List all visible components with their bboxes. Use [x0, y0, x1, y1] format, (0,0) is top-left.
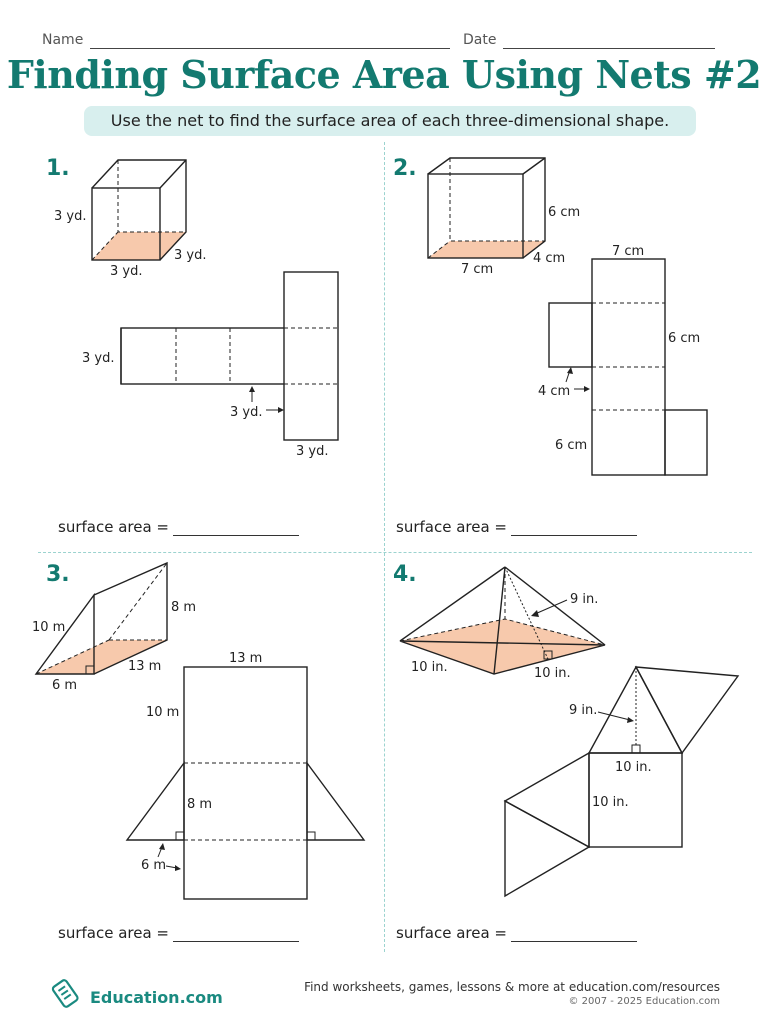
- education-logo-icon: [51, 979, 79, 1008]
- problem-4-number: 4.: [393, 562, 417, 587]
- net-4-base-label: 10 in.: [615, 760, 652, 775]
- prism-depth-label: 4 cm: [533, 251, 565, 266]
- name-label: Name: [42, 32, 84, 48]
- instructions-bar: Use the net to find the surface area of …: [84, 106, 696, 136]
- footer-text: Find worksheets, games, lessons & more a…: [304, 980, 720, 994]
- problem-4-answer[interactable]: surface area =: [396, 924, 637, 942]
- pyramid-base-shade: [400, 619, 605, 674]
- answer-blank[interactable]: [173, 521, 299, 536]
- problem-2-figure: 6 cm 7 cm 4 cm 7 cm 6 cm 4 cm 6 cm: [427, 157, 708, 476]
- answer-label: surface area =: [396, 924, 507, 942]
- pyramid-base-left-label: 10 in.: [411, 660, 448, 675]
- instructions-text: Use the net to find the surface area of …: [110, 111, 670, 130]
- prism-width-label: 7 cm: [461, 262, 493, 277]
- brand-name[interactable]: Education.com: [90, 988, 223, 1007]
- cube-base-shade: [92, 232, 186, 260]
- copyright: © 2007 - 2025 Education.com: [568, 996, 720, 1007]
- tri-hyp-label: 10 m: [32, 620, 65, 635]
- problem-1-answer[interactable]: surface area =: [58, 518, 299, 536]
- cube-side-label: 3 yd.: [54, 209, 86, 224]
- net-3-arrow-label: 6 m: [141, 858, 166, 873]
- net-3-left-label: 10 m: [146, 705, 179, 720]
- problem-2-number: 2.: [393, 156, 417, 181]
- vertical-divider: [384, 142, 385, 952]
- answer-label: surface area =: [58, 518, 169, 536]
- page-title: Finding Surface Area Using Nets #2: [6, 52, 762, 97]
- tri-base-label: 6 m: [52, 678, 77, 693]
- pyramid-base-right-label: 10 in.: [534, 666, 571, 681]
- answer-label: surface area =: [58, 924, 169, 942]
- name-line[interactable]: [90, 48, 450, 49]
- problem-3-number: 3.: [46, 562, 70, 587]
- problem-3-figure: 10 m 8 m 6 m 13 m 13 m 10 m 8 m 6 m: [32, 561, 366, 900]
- cube-depth-label: 3 yd.: [174, 248, 206, 263]
- prism-base-shade: [428, 241, 545, 258]
- prism-height-label: 6 cm: [548, 205, 580, 220]
- tri-height-label: 8 m: [171, 600, 196, 615]
- net-1-bottom-label: 3 yd.: [296, 444, 328, 459]
- net-2-arrow-label: 4 cm: [538, 384, 570, 399]
- net-2-left-label: 6 cm: [555, 438, 587, 453]
- pyramid-slant-label: 9 in.: [570, 592, 598, 607]
- answer-label: surface area =: [396, 518, 507, 536]
- net-2-top-label: 7 cm: [612, 244, 644, 259]
- net-3-height-label: 8 m: [187, 797, 212, 812]
- net-4-side-label: 10 in.: [592, 795, 629, 810]
- answer-blank[interactable]: [511, 521, 637, 536]
- net-2-right-label: 6 cm: [668, 331, 700, 346]
- problem-2-answer[interactable]: surface area =: [396, 518, 637, 536]
- problem-3-answer[interactable]: surface area =: [58, 924, 299, 942]
- net-1-arrow-label: 3 yd.: [230, 405, 262, 420]
- net-3-top-label: 13 m: [229, 651, 262, 666]
- problem-4-figure: 9 in. 10 in. 10 in. 9 in. 10 in. 10 in.: [399, 566, 740, 898]
- date-label: Date: [463, 32, 497, 48]
- problem-1-number: 1.: [46, 156, 70, 181]
- horizontal-divider: [38, 552, 752, 553]
- net-1-left-label: 3 yd.: [82, 351, 114, 366]
- problem-1-figure: 3 yd. 3 yd. 3 yd. 3 yd. 3 yd. 3 yd.: [54, 159, 339, 459]
- net-4-slant-label: 9 in.: [569, 703, 597, 718]
- date-line[interactable]: [503, 48, 715, 49]
- answer-blank[interactable]: [511, 927, 637, 942]
- answer-blank[interactable]: [173, 927, 299, 942]
- tri-prism-base-shade: [36, 640, 167, 674]
- tri-length-label: 13 m: [128, 659, 161, 674]
- cube-front-label: 3 yd.: [110, 264, 142, 279]
